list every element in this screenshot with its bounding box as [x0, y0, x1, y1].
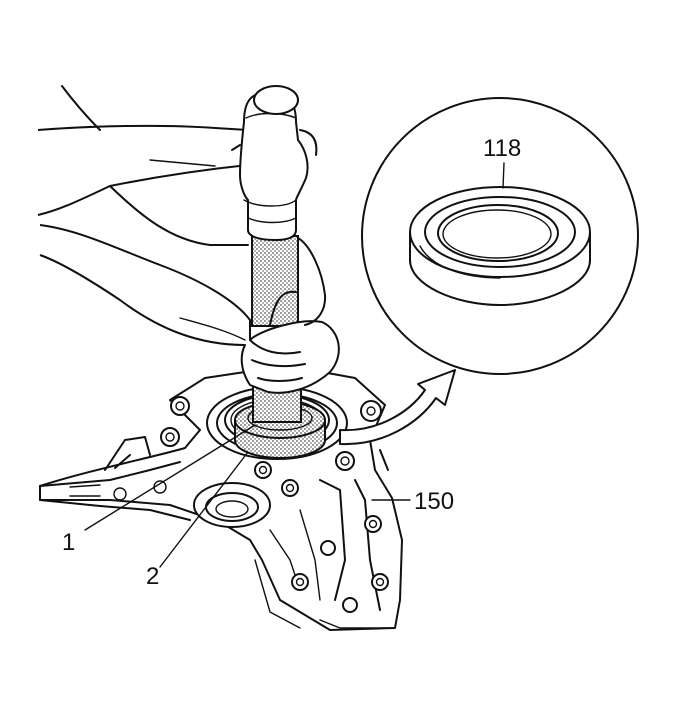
callout-2: 2	[146, 563, 160, 590]
leader-lines	[84, 162, 505, 568]
callout-150: 150	[414, 488, 455, 515]
callout-118: 118	[483, 135, 522, 162]
callout-1: 1	[62, 529, 76, 556]
direction-arrow	[339, 369, 456, 446]
hand-holding-tool	[39, 224, 340, 394]
hammer-and-arm	[37, 85, 318, 246]
seal-detail-inset	[361, 97, 639, 375]
